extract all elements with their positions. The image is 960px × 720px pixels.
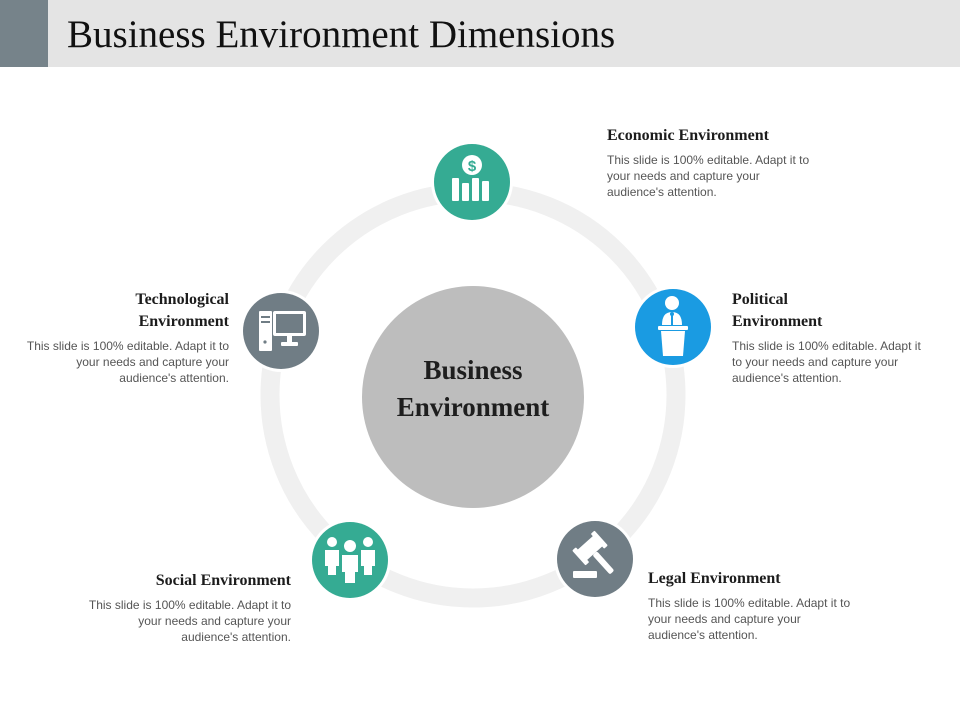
social-heading: Social Environment	[86, 570, 291, 592]
economic-text-block: Economic Environment This slide is 100% …	[607, 125, 812, 200]
speaker-podium-icon	[658, 296, 688, 356]
money-bar-chart-icon: $	[452, 155, 489, 201]
social-heading-line: Social Environment	[155, 572, 291, 589]
political-description: This slide is 100% editable. Adapt it to…	[732, 339, 921, 385]
technological-heading-line-1: Technological	[135, 291, 229, 308]
computer-icon	[259, 311, 306, 351]
political-heading: Political Environment	[732, 289, 937, 333]
legal-node	[554, 518, 636, 600]
page-title: Business Environment Dimensions	[67, 13, 616, 56]
legal-heading: Legal Environment	[648, 568, 853, 590]
political-text-block: Political Environment This slide is 100%…	[732, 289, 937, 386]
social-description: This slide is 100% editable. Adapt it to…	[88, 598, 291, 644]
center-circle	[362, 286, 584, 508]
legal-text-block: Legal Environment This slide is 100% edi…	[648, 568, 853, 643]
svg-text:$: $	[468, 158, 477, 175]
technological-description: This slide is 100% editable. Adapt it to…	[26, 339, 229, 385]
technological-text-block: Technological Environment This slide is …	[24, 289, 229, 386]
political-heading-line-2: Environment	[732, 313, 823, 330]
economic-heading-line: Economic Environment	[607, 127, 769, 144]
technological-node	[240, 290, 322, 372]
people-group-icon	[325, 537, 375, 583]
technological-heading-line-2: Environment	[138, 313, 229, 330]
political-node	[632, 286, 714, 368]
center-label: Business Environment	[362, 352, 584, 426]
center-label-line-1: Business	[423, 355, 523, 385]
social-text-block: Social Environment This slide is 100% ed…	[86, 570, 291, 645]
economic-node: $	[431, 141, 513, 223]
economic-heading: Economic Environment	[607, 125, 812, 147]
center-label-line-2: Environment	[396, 392, 550, 422]
legal-description: This slide is 100% editable. Adapt it to…	[648, 596, 851, 642]
social-node	[309, 519, 391, 601]
title-accent	[0, 0, 48, 67]
title-bar	[48, 0, 960, 67]
economic-description: This slide is 100% editable. Adapt it to…	[607, 153, 810, 199]
technological-heading: Technological Environment	[24, 289, 229, 333]
gavel-icon	[572, 530, 614, 578]
political-heading-line-1: Political	[732, 291, 788, 308]
legal-heading-line: Legal Environment	[648, 570, 781, 587]
